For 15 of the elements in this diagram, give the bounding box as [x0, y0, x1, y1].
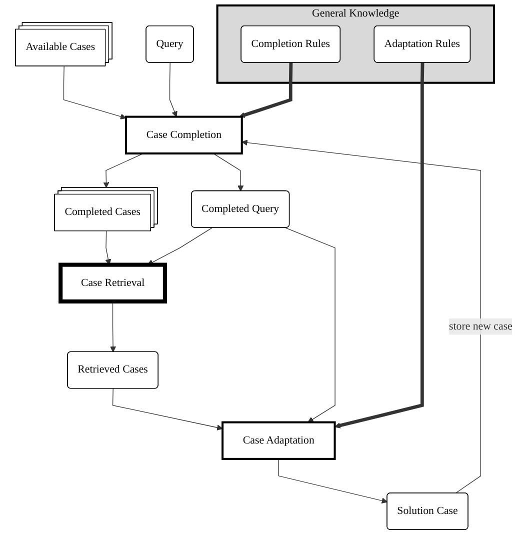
arrow: [241, 140, 481, 494]
arrow: [169, 62, 177, 118]
node-box: Case Completion: [124, 116, 242, 154]
arrow: [102, 153, 144, 188]
arrow: [112, 388, 222, 430]
arrow: [212, 153, 244, 192]
arrow: [238, 62, 292, 118]
arrow: [63, 66, 126, 120]
node-box: Case Adaptation: [221, 421, 336, 460]
arrow: [278, 458, 388, 504]
arrow: [110, 301, 116, 352]
arrow: [334, 62, 424, 428]
node-box: Case Retrieval: [58, 262, 167, 304]
edge-label: store new case: [448, 320, 512, 332]
arrow: [284, 227, 335, 423]
